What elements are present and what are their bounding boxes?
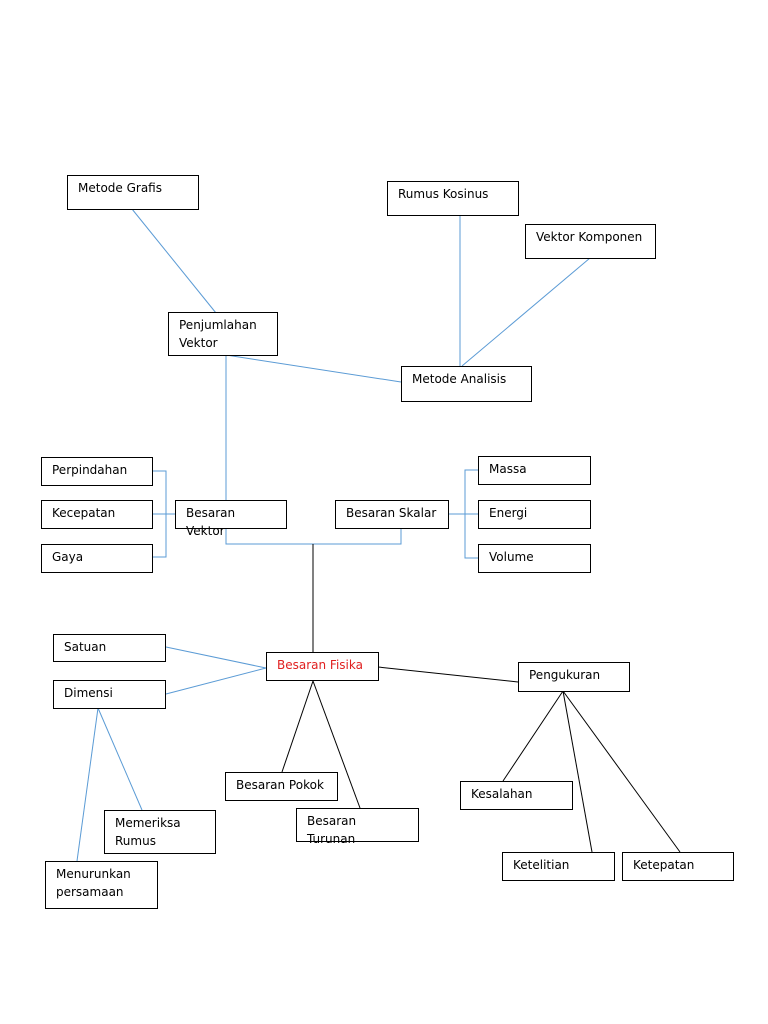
- node-satuan: Satuan: [53, 634, 166, 662]
- node-besaran-turunan: Besaran Turunan: [296, 808, 419, 846]
- node-penjumlahan-vektor: Penjumlahan Vektor: [168, 312, 278, 356]
- node-metode-analisis: Metode Analisis: [401, 366, 532, 402]
- node-kesalahan: Kesalahan: [460, 781, 573, 810]
- connector-dimensi-fisika: [165, 667, 267, 695]
- connector-vektor-skalar: [225, 528, 402, 545]
- node-rumus-kosinus: Rumus Kosinus: [387, 181, 519, 216]
- node-ketepatan: Ketepatan: [622, 852, 734, 881]
- node-besaran-skalar: Besaran Skalar: [335, 500, 449, 529]
- node-dimensi: Dimensi: [53, 680, 166, 709]
- node-volume: Volume: [478, 544, 591, 573]
- connector-fisika-turunan: [312, 680, 361, 809]
- connector-fisika-pengukuran: [377, 666, 519, 683]
- node-memeriksa-rumus: Memeriksa Rumus: [104, 810, 216, 854]
- node-besaran-fisika: Besaran Fisika: [266, 652, 379, 681]
- node-perpindahan: Perpindahan: [41, 457, 153, 486]
- connector-satuan-fisika: [165, 646, 267, 669]
- node-energi: Energi: [478, 500, 591, 529]
- node-besaran-pokok: Besaran Pokok: [225, 772, 338, 801]
- node-menurunkan-persamaan: Menurunkan persamaan: [45, 861, 158, 909]
- connector-komponen-analisis: [461, 257, 591, 367]
- connector-dimensi-memeriksa: [97, 707, 143, 811]
- connector-dimensi-menurunkan: [76, 707, 99, 862]
- node-vektor-komponen: Vektor Komponen: [525, 224, 656, 259]
- connector-fisika-pokok: [281, 680, 314, 773]
- connector-grafis-penjumlahan: [131, 208, 217, 314]
- node-massa: Massa: [478, 456, 591, 485]
- connector-pengukuran-ketepatan: [562, 690, 681, 853]
- connector-pengukuran-ketelitian: [562, 690, 593, 853]
- node-kecepatan: Kecepatan: [41, 500, 153, 529]
- connector-pengukuran-kesalahan: [502, 690, 564, 782]
- node-pengukuran: Pengukuran: [518, 662, 630, 692]
- node-metode-grafis: Metode Grafis: [67, 175, 199, 210]
- node-gaya: Gaya: [41, 544, 153, 573]
- connector-penjumlahan-analisis: [225, 354, 402, 383]
- node-ketelitian: Ketelitian: [502, 852, 615, 881]
- node-besaran-vektor: Besaran Vektor: [175, 500, 287, 538]
